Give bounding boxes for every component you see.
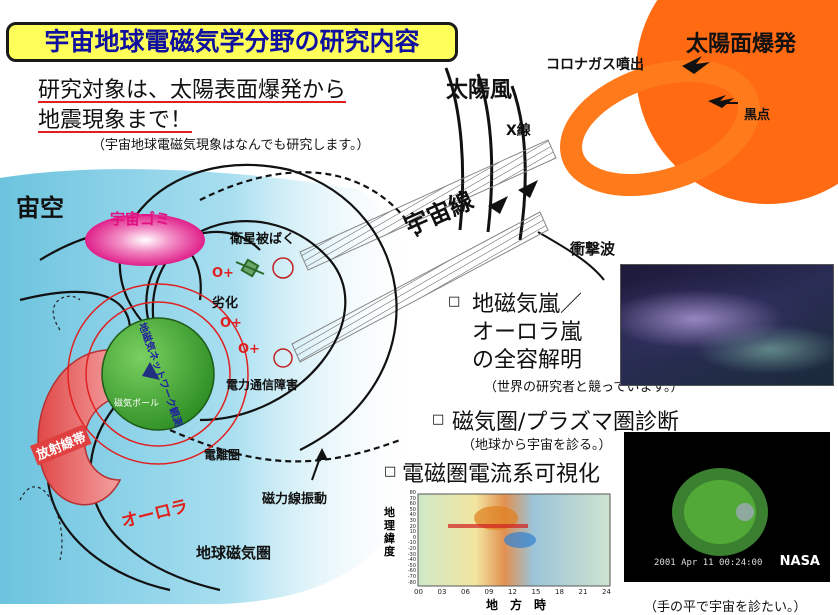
- heatmap-x-tick: 18: [555, 588, 564, 596]
- aurora-lines: [19, 295, 81, 561]
- research-item-1-title: 地磁気嵐／: [472, 292, 583, 317]
- page-title: 宇宙地球電磁気学分野の研究内容: [6, 22, 458, 62]
- bullet-icon: □: [432, 412, 445, 427]
- space-label: 宙空: [16, 194, 64, 222]
- oplus-label: O+: [212, 266, 234, 281]
- field-oscillation-arrow-icon: [311, 448, 328, 481]
- field-oscillation-label: 磁力線振動: [262, 492, 328, 507]
- heatmap-x-tick: 03: [437, 588, 447, 596]
- corona-label: コロナガス噴出: [546, 57, 644, 73]
- research-item-3-note: （手の平で宇宙を診たい。）: [644, 600, 807, 615]
- nasa-credit: NASA: [779, 554, 820, 569]
- oplus-label: O+: [238, 342, 260, 357]
- heatmap-y-tick: -40: [407, 557, 416, 564]
- heatmap-y-tick: 40: [409, 512, 416, 519]
- sun: [560, 0, 838, 204]
- solar-wind-label: 太陽風: [446, 78, 513, 103]
- pole-label: 磁気ポール: [114, 399, 160, 409]
- heatmap-y-tick: -60: [407, 568, 416, 575]
- aurora-photo: [620, 264, 834, 386]
- heatmap-y-tick: -50: [407, 562, 416, 569]
- heatmap-y-tick: 30: [409, 518, 416, 524]
- current-system-heatmap: [417, 493, 611, 587]
- bullet-icon: □: [384, 464, 397, 479]
- auroral-oval-image: [624, 432, 830, 582]
- heatmap-y-tick: -20: [407, 546, 416, 552]
- comm-failure-label: 電力通信障害: [226, 378, 299, 392]
- heatmap-y-tick: -10: [407, 540, 416, 547]
- xray-label: X線: [506, 123, 531, 139]
- research-item-2-title: 磁気圏/プラズマ圏診断: [452, 410, 679, 435]
- heatmap-y-tick: -30: [407, 551, 416, 558]
- sun-label: 太陽面爆発: [686, 32, 797, 57]
- flare-icon: [682, 56, 710, 74]
- shock-arrow-icon: [488, 180, 538, 214]
- headline-note: （宇宙地球電磁気現象はなんでも研究します。）: [92, 138, 370, 153]
- research-item-3-title: 電磁圏電流系可視化: [402, 462, 601, 487]
- sunspot-label: 黒点: [744, 108, 771, 123]
- satellite-icon: [235, 258, 265, 278]
- heatmap-y-tick: 80: [409, 490, 416, 496]
- heatmap-x-tick: 00: [414, 588, 423, 596]
- heatmap-x-tick: 12: [508, 588, 517, 596]
- bullet-icon: □: [448, 294, 461, 309]
- heatmap-x-tick: 24: [602, 588, 611, 596]
- research-item-1-title-2: オーロラ嵐: [472, 320, 583, 345]
- heatmap-ylabel: 地理緯度: [384, 506, 395, 558]
- heatmap-y-tick: 10: [409, 529, 416, 536]
- space-debris-label: 宇宙ゴミ: [110, 210, 171, 228]
- heatmap-x-tick: 06: [461, 588, 470, 596]
- degradation-label: 劣化: [212, 296, 239, 311]
- nasa-image-date: 2001 Apr 11 00:24:00: [654, 558, 763, 568]
- heatmap-y-tick: 70: [409, 495, 416, 502]
- satellite-exposure-label: 衛星被ばく: [230, 232, 296, 247]
- magnetosphere-label: 地球磁気圏: [196, 544, 272, 562]
- heatmap-y-tick: 20: [409, 523, 416, 530]
- heatmap-x-tick: 21: [578, 588, 588, 596]
- heatmap-y-tick: 50: [409, 506, 416, 513]
- heatmap-x-tick: 09: [484, 588, 494, 596]
- space-debris-region: [85, 214, 205, 266]
- heatmap-y-tick: 60: [409, 501, 416, 508]
- headline-line-2: 地震現象まで！: [38, 108, 193, 133]
- research-item-2-note: （地球から宇宙を診る。）: [462, 438, 612, 453]
- heatmap-x-tick: 15: [531, 588, 541, 596]
- nasa-image-frame: 2001 Apr 11 00:24:00 NASA: [624, 432, 830, 582]
- degradation-icon: [272, 257, 294, 368]
- cosmic-ray-band: [291, 211, 549, 363]
- ionosphere-label: 電離圏: [204, 448, 241, 462]
- heatmap-y-tick: 0: [412, 534, 416, 541]
- xray-band: [299, 139, 557, 271]
- sunspot-icon: [708, 95, 738, 108]
- oplus-label: O+: [220, 316, 242, 331]
- research-item-1-title-3: の全容解明: [472, 348, 583, 373]
- headline-line-1: 研究対象は、太陽表面爆発から: [38, 78, 347, 103]
- heatmap-xlabel: 地 方 時: [486, 598, 547, 612]
- ionosphere-rings: [67, 283, 249, 465]
- heatmap-y-tick: -70: [407, 574, 416, 580]
- shock-wave-label: 衝撃波: [570, 240, 616, 258]
- heatmap-y-tick: -80: [407, 579, 416, 586]
- earth: [101, 317, 215, 431]
